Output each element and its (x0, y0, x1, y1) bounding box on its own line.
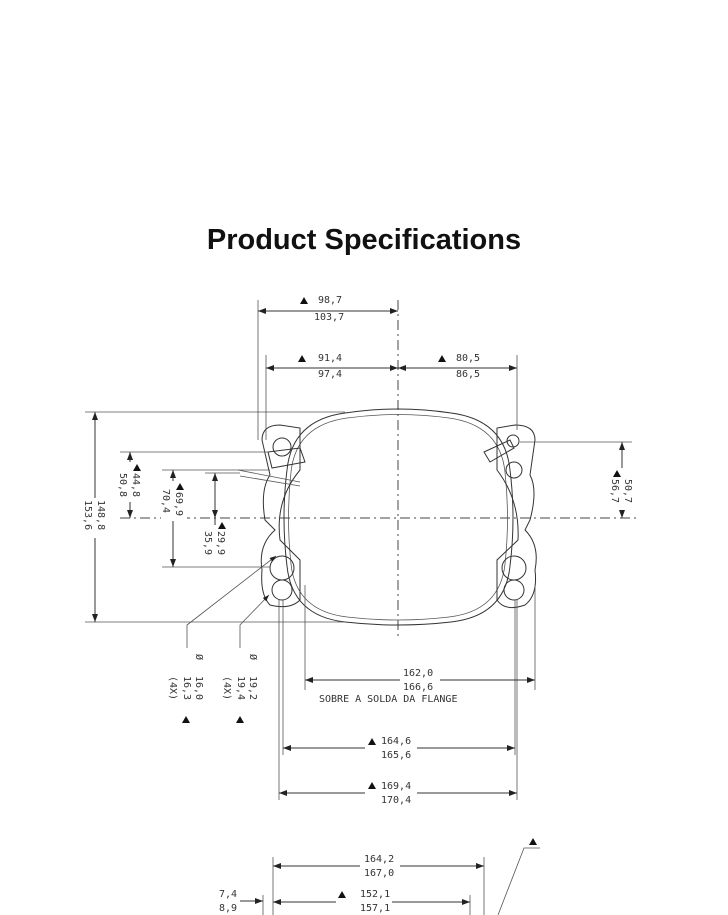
dim-value: 169,4 (381, 781, 411, 792)
dim-value: 157,1 (360, 903, 390, 914)
hole-callout-small: Ø 16,0 16,3 (4X) (167, 555, 277, 723)
dim-value: 165,6 (381, 750, 411, 761)
dim-value: 86,5 (456, 369, 480, 380)
flange-note: SOBRE A SOLDA DA FLANGE (319, 694, 457, 705)
dim-value: 56,7 (609, 479, 620, 503)
dim-value: 50,7 (622, 479, 633, 503)
dim-base-inner: 164,6 165,6 (283, 733, 515, 761)
dim-value: 19,4 (235, 676, 246, 700)
extension-lines (85, 300, 632, 800)
dim-value: 164,6 (381, 736, 411, 747)
dim-base-outer: 169,4 170,4 (279, 778, 517, 806)
quantity: (4X) (221, 676, 232, 700)
dim-top-left: 91,4 97,4 (266, 353, 398, 380)
dim-left-b: 69,9 70,4 (160, 470, 187, 567)
dim-value: 167,0 (364, 868, 394, 879)
dim-value: 148,8 (95, 500, 106, 530)
dim-value: 50,8 (117, 473, 128, 497)
dim-left-a: 44,8 50,8 (117, 452, 144, 518)
dim-value: 16,0 (193, 676, 204, 700)
dim-value: 35,9 (202, 531, 213, 555)
dim-value: 103,7 (314, 312, 344, 323)
dim-value: 91,4 (318, 353, 342, 364)
dim-value: 166,6 (403, 682, 433, 693)
dim-left-c: 29,9 35,9 (202, 473, 226, 555)
compressor-body (237, 408, 537, 626)
dim-value: 44,8 (130, 473, 141, 497)
dim-right-a: 50,7 56,7 (609, 442, 636, 518)
dim-top-overall: 98,7 103,7 (258, 295, 398, 323)
page-title: Product Specifications (206, 224, 522, 256)
dim-value: 8,9 (219, 903, 237, 914)
dim-value: 69,9 (173, 492, 184, 516)
dim-value: 80,5 (456, 353, 480, 364)
hole-callout-large: Ø 19,2 19,4 (4X) (221, 594, 270, 723)
dim-top-right: 80,5 86,5 (398, 353, 517, 380)
dim-value: 152,1 (360, 889, 390, 900)
dim-value: 19,2 (247, 676, 258, 700)
dim-value: 16,3 (181, 676, 192, 700)
dim-value: 7,4 (219, 889, 237, 900)
dim-value: 97,4 (318, 369, 342, 380)
dim-value: 70,4 (160, 489, 171, 513)
diameter-symbol: Ø (193, 654, 205, 660)
quantity: (4X) (167, 676, 178, 700)
dim-value: 98,7 (318, 295, 342, 306)
dim-value: 170,4 (381, 795, 411, 806)
dim-value: 162,0 (403, 668, 433, 679)
diameter-symbol: Ø (247, 654, 259, 660)
dim-height-overall: 148,8 153,6 (82, 412, 109, 622)
dim-value: 29,9 (215, 531, 226, 555)
dim-value: 164,2 (364, 854, 394, 865)
dim-flange: 162,0 166,6 SOBRE A SOLDA DA FLANGE (305, 665, 535, 705)
dim-value: 153,6 (82, 500, 93, 530)
lower-view: 164,2 167,0 152,1 157,1 7,4 8,9 (219, 838, 540, 915)
